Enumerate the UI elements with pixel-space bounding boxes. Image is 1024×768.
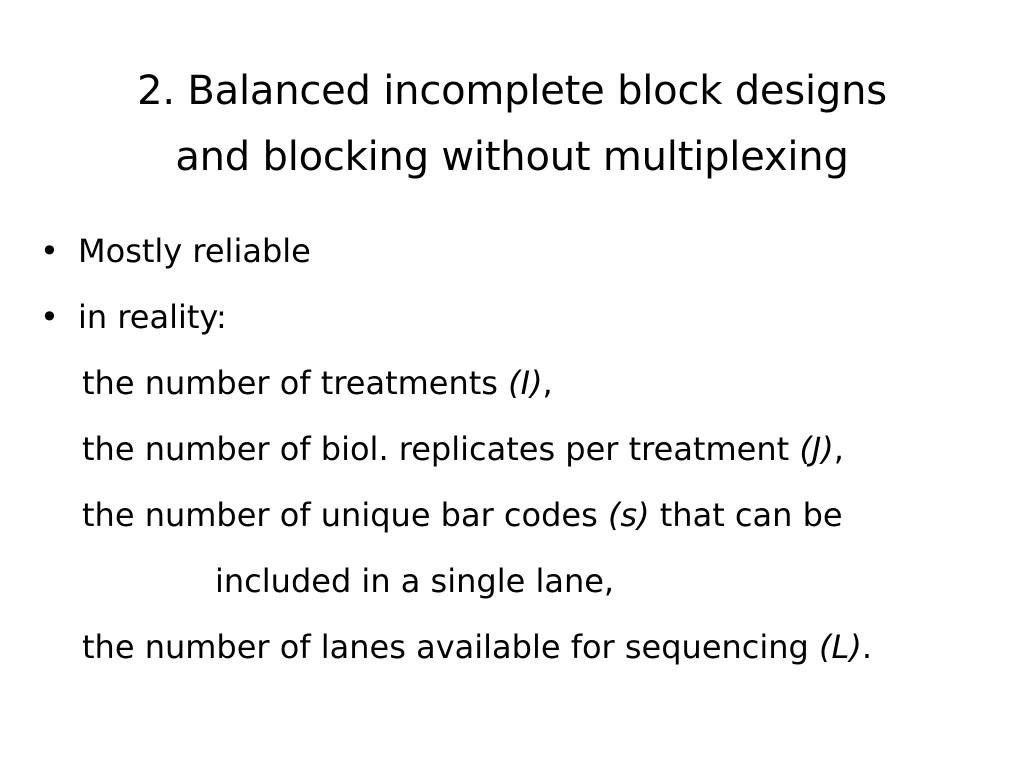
variable-symbol: (I) <box>508 364 543 402</box>
variable-symbol: (J) <box>799 430 834 468</box>
slide-title-line-2: and blocking without multiplexing <box>175 134 849 180</box>
bullet-item: • in reality: <box>40 284 1000 350</box>
sub-line-text: included in a single lane, <box>215 562 615 600</box>
sub-line-treatments: the number of treatments (I), <box>40 350 1000 416</box>
sub-line-bar-codes-continued: included in a single lane, <box>40 548 1000 614</box>
sub-line-text: the number of lanes available for sequen… <box>82 628 820 666</box>
sub-line-suffix: . <box>861 628 872 666</box>
sub-line-lanes: the number of lanes available for sequen… <box>40 614 1000 680</box>
slide-title-line-1: 2. Balanced incomplete block designs <box>137 68 887 114</box>
bullet-item: • Mostly reliable <box>40 218 1000 284</box>
sub-line-text: the number of unique bar codes <box>82 496 608 534</box>
slide-body: • Mostly reliable • in reality: the numb… <box>40 218 1000 680</box>
bullet-marker: • <box>40 298 59 336</box>
sub-line-suffix: , <box>542 364 553 402</box>
sub-line-suffix: , <box>833 430 844 468</box>
bullet-text: in reality: <box>78 298 227 336</box>
bullet-marker: • <box>40 232 59 270</box>
sub-line-text: the number of treatments <box>82 364 509 402</box>
sub-line-text: the number of biol. replicates per treat… <box>82 430 800 468</box>
sub-line-replicates: the number of biol. replicates per treat… <box>40 416 1000 482</box>
sub-line-suffix: that can be <box>649 496 843 534</box>
variable-symbol: (s) <box>607 496 650 534</box>
bullet-text: Mostly reliable <box>78 232 311 270</box>
variable-symbol: (L) <box>819 628 862 666</box>
slide-title: 2. Balanced incomplete block designs and… <box>50 58 974 190</box>
sub-line-bar-codes: the number of unique bar codes (s) that … <box>40 482 1000 548</box>
